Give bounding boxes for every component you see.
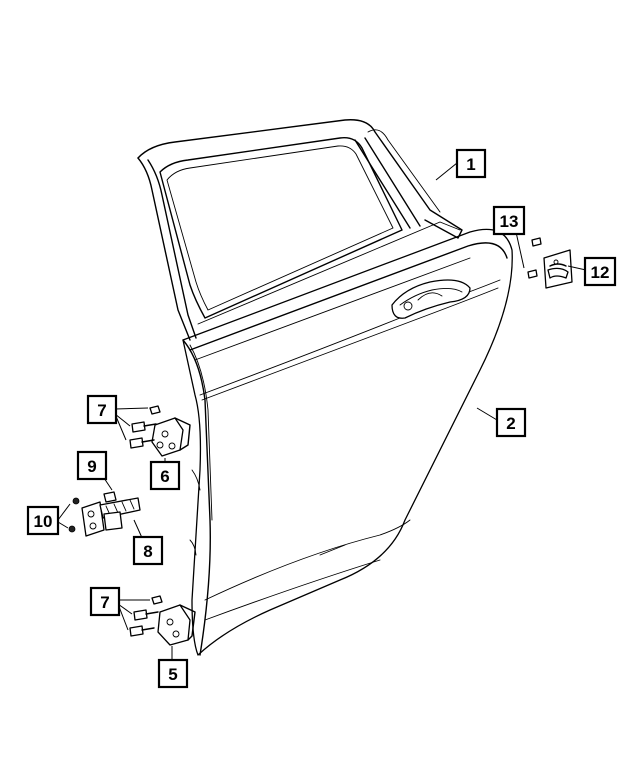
callout-label: 2 — [506, 414, 515, 433]
callout-13: 13 — [492, 205, 526, 236]
callout-label: 6 — [160, 467, 169, 486]
callout-label: 10 — [34, 512, 53, 531]
callout-label: 7 — [97, 401, 106, 420]
callout-label: 7 — [100, 593, 109, 612]
door-handle — [391, 279, 471, 319]
callout-2: 2 — [495, 407, 527, 438]
callout-10: 10 — [26, 505, 60, 536]
callout-label: 8 — [143, 542, 152, 561]
callout-12: 12 — [583, 256, 617, 287]
callout-7-lower: 7 — [89, 586, 121, 617]
door-check-strap — [81, 497, 141, 537]
striker-screws — [527, 237, 542, 279]
callout-label: 5 — [168, 665, 177, 684]
door-shell — [182, 228, 513, 656]
check-strap-nuts — [68, 497, 80, 533]
callout-6: 6 — [149, 460, 181, 491]
door-striker — [543, 249, 573, 289]
upper-hinge — [151, 417, 191, 457]
hinge-bolts-lower — [129, 595, 163, 637]
hinge-bolts-upper — [129, 405, 161, 449]
callout-9: 9 — [76, 450, 108, 481]
callout-5: 5 — [157, 658, 189, 689]
check-strap-bolt — [103, 491, 117, 503]
window-frame — [137, 119, 463, 341]
lower-hinge — [157, 604, 196, 646]
callout-7-upper: 7 — [86, 394, 118, 425]
callout-8: 8 — [132, 535, 164, 566]
callout-label: 12 — [591, 263, 610, 282]
callout-label: 1 — [466, 155, 475, 174]
callout-label: 13 — [500, 212, 519, 231]
callout-label: 9 — [87, 457, 96, 476]
callout-1: 1 — [455, 148, 487, 179]
